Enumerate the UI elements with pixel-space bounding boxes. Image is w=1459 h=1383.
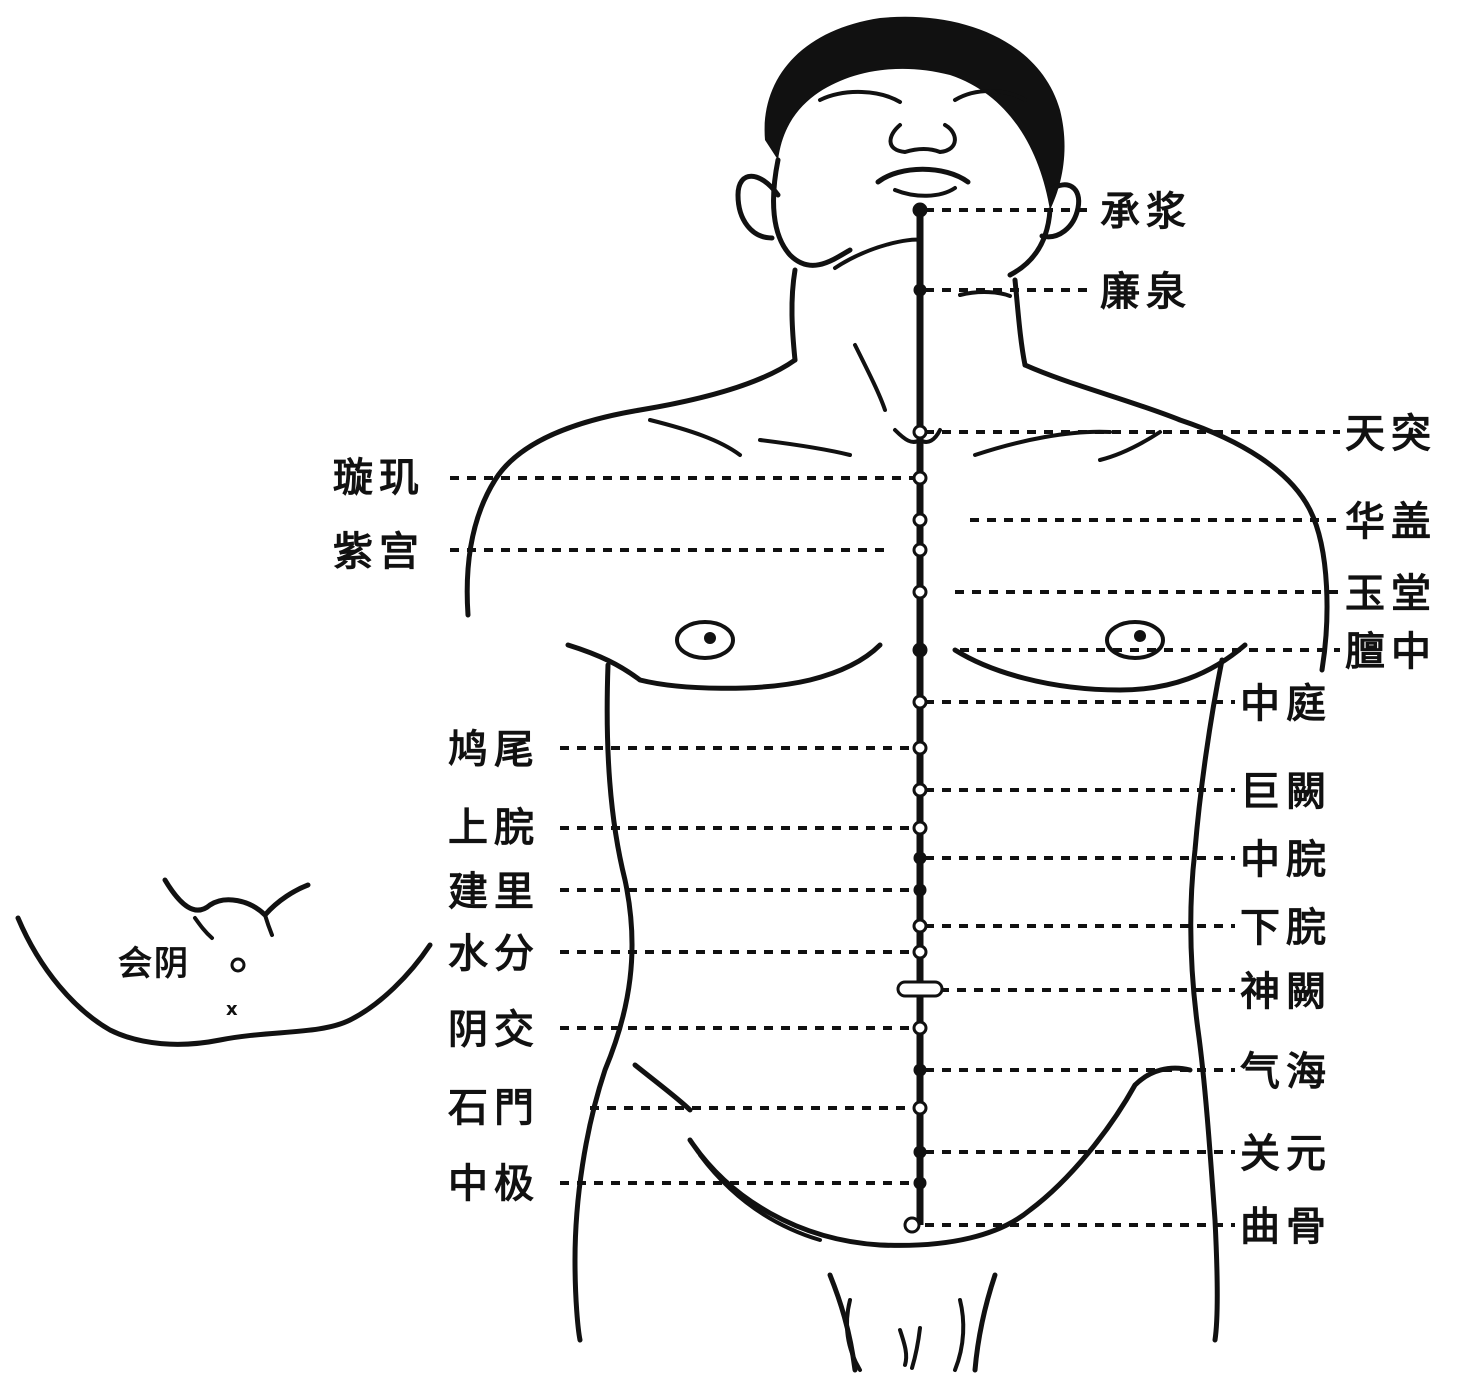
- label-huiyin: 会阴: [118, 942, 190, 986]
- label-yinjiao: 阴交: [448, 1008, 540, 1052]
- inset-buttocks: [18, 918, 430, 1044]
- clavicle-left-2: [760, 440, 850, 455]
- point-shangwan: [914, 822, 926, 834]
- pelvis-left: [847, 1300, 860, 1370]
- inset-huiyin-point: [232, 959, 244, 971]
- clavicle-left: [650, 420, 740, 455]
- label-xuanji: 璇玑: [333, 456, 425, 500]
- point-chengjiang: [914, 204, 926, 216]
- label-yutang: 玉堂: [1345, 572, 1437, 616]
- mouth: [878, 169, 968, 182]
- point-danzhong: [914, 644, 926, 656]
- lip: [895, 188, 955, 196]
- point-tiantu: [914, 426, 926, 438]
- label-huagai: 华盖: [1345, 500, 1437, 544]
- label-shuifen: 水分: [448, 932, 540, 976]
- inset-crotch-right: [265, 915, 272, 935]
- torso-left: [575, 665, 632, 1340]
- point-jianli: [915, 885, 925, 895]
- point-zhongji: [915, 1178, 925, 1188]
- nipple-left-dot: [704, 632, 716, 644]
- genital: [900, 1330, 906, 1365]
- neck-right: [1015, 280, 1025, 365]
- point-shenque: [898, 982, 942, 996]
- label-juque: 巨闕: [1240, 770, 1332, 814]
- point-lianquan: [915, 285, 925, 295]
- hip-left: [635, 1065, 690, 1110]
- torso-right: [1191, 660, 1222, 1340]
- label-chengjiang: 承浆: [1100, 190, 1192, 234]
- shoulder-right: [1025, 365, 1327, 670]
- shoulder-left: [467, 360, 795, 615]
- eye-left: [820, 92, 900, 102]
- hair: [765, 17, 1065, 210]
- clavicle-right-2: [1100, 432, 1160, 460]
- point-guanyuan: [915, 1147, 925, 1157]
- point-jiuwei: [914, 742, 926, 754]
- label-guanyuan: 关元: [1240, 1132, 1332, 1176]
- nipple-right: [1107, 622, 1163, 658]
- neck-left: [792, 270, 795, 360]
- label-zhongting: 中庭: [1240, 682, 1332, 726]
- thigh-right: [975, 1275, 995, 1370]
- point-qugu: [905, 1218, 919, 1232]
- label-shimen: 石門: [448, 1086, 540, 1130]
- label-tiantu: 天突: [1345, 412, 1437, 456]
- point-zigong: [914, 544, 926, 556]
- label-zigong: 紫宫: [333, 530, 425, 574]
- groin-left: [690, 1068, 1190, 1245]
- jaw-line-right: [960, 292, 1010, 296]
- point-qihai: [915, 1065, 925, 1075]
- pelvis-right: [955, 1300, 963, 1370]
- face-outline: [774, 160, 850, 265]
- label-danzhong: 膻中: [1345, 630, 1437, 674]
- label-shenque: 神闕: [1240, 970, 1332, 1014]
- clavicle-right: [975, 432, 1110, 455]
- label-xiawan: 下脘: [1240, 906, 1332, 950]
- label-qihai: 气海: [1240, 1050, 1332, 1094]
- nipple-right-dot: [1134, 630, 1146, 642]
- point-yinjiao: [914, 1022, 926, 1034]
- point-zhongwan: [915, 853, 925, 863]
- label-zhongwan: 中脘: [1240, 838, 1332, 882]
- inset-anus-mark: x: [226, 999, 238, 1020]
- nose: [890, 125, 954, 152]
- jaw-right: [1010, 210, 1050, 275]
- label-zhongji: 中极: [448, 1162, 540, 1206]
- point-xiawan: [914, 920, 926, 932]
- point-juque: [914, 784, 926, 796]
- label-jiuwei: 鸠尾: [448, 728, 540, 772]
- label-jianli: 建里: [448, 870, 540, 914]
- point-yutang: [914, 586, 926, 598]
- point-shimen: [914, 1102, 926, 1114]
- point-shuifen: [914, 946, 926, 958]
- label-qugu: 曲骨: [1240, 1205, 1332, 1249]
- label-lianquan: 廉泉: [1100, 270, 1192, 314]
- neck-muscle: [855, 345, 885, 410]
- label-shangwan: 上脘: [448, 806, 540, 850]
- point-huagai: [914, 514, 926, 526]
- point-zhongting: [914, 696, 926, 708]
- genital-2: [912, 1328, 920, 1368]
- inset-legs: [165, 880, 308, 915]
- point-xuanji: [914, 472, 926, 484]
- inset-crotch-left: [195, 918, 212, 938]
